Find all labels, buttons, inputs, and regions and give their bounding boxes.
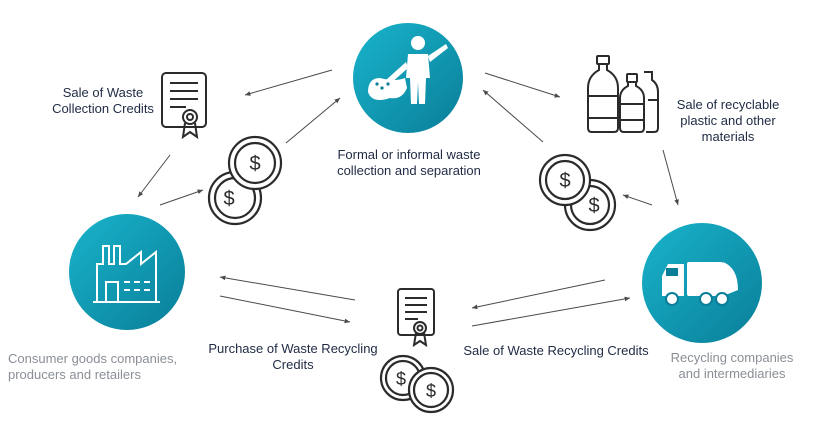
factory-icon xyxy=(93,245,160,303)
arrow-coins-to-collectors-right xyxy=(482,89,544,143)
arrow-truck-to-coins xyxy=(622,194,653,206)
arrow-collectors-to-collection-credit xyxy=(244,69,333,96)
node-collectors xyxy=(353,23,463,133)
svg-text:$: $ xyxy=(559,170,570,192)
flow-arrows xyxy=(137,69,679,327)
svg-text:$: $ xyxy=(223,188,234,210)
arrow-coins-to-collectors xyxy=(285,97,341,144)
center-certificate-icon xyxy=(397,288,435,348)
svg-text:$: $ xyxy=(249,153,260,175)
label-sale-recyclable: Sale of recyclable plastic and other mat… xyxy=(676,97,780,144)
svg-text:$: $ xyxy=(396,369,406,389)
label-recyclers: Recycling companies and intermediaries xyxy=(670,350,794,381)
plastic-bottles-icon xyxy=(587,55,659,133)
node-recyclers xyxy=(642,223,762,343)
coins-icon-right: $ $ xyxy=(538,153,617,232)
arrow-factory-to-center xyxy=(219,295,351,324)
svg-text:$: $ xyxy=(588,195,599,217)
label-sale-collection-credits: Sale of Waste Collection Credits xyxy=(52,85,154,116)
label-collectors: Formal or informal waste collection and … xyxy=(337,147,481,178)
arrow-bottles-to-truck xyxy=(662,149,679,206)
certificate-icon xyxy=(161,72,207,140)
svg-text:$: $ xyxy=(426,381,436,401)
label-sale-recycling-credits: Sale of Waste Recycling Credits xyxy=(463,343,649,358)
arrow-center-to-factory xyxy=(219,275,356,301)
arrow-factory-to-coins xyxy=(159,189,204,206)
node-consumer-goods xyxy=(69,214,185,330)
consumer-goods-circle xyxy=(69,214,185,330)
coins-icon-bottom: $ $ xyxy=(379,354,455,414)
garbage-truck-icon xyxy=(662,262,738,306)
label-purchase-recycling-credits: Purchase of Waste Recycling Credits xyxy=(208,341,378,372)
arrow-truck-to-center xyxy=(471,279,606,310)
arrow-collectors-to-bottles xyxy=(484,72,561,98)
arrow-center-to-truck xyxy=(471,296,631,327)
arrow-credit-to-factory xyxy=(137,154,171,198)
label-consumer-goods: Consumer goods companies, producers and … xyxy=(8,351,178,382)
coins-icon-left: $ $ xyxy=(207,135,283,226)
person-with-sack-icon xyxy=(368,36,448,104)
